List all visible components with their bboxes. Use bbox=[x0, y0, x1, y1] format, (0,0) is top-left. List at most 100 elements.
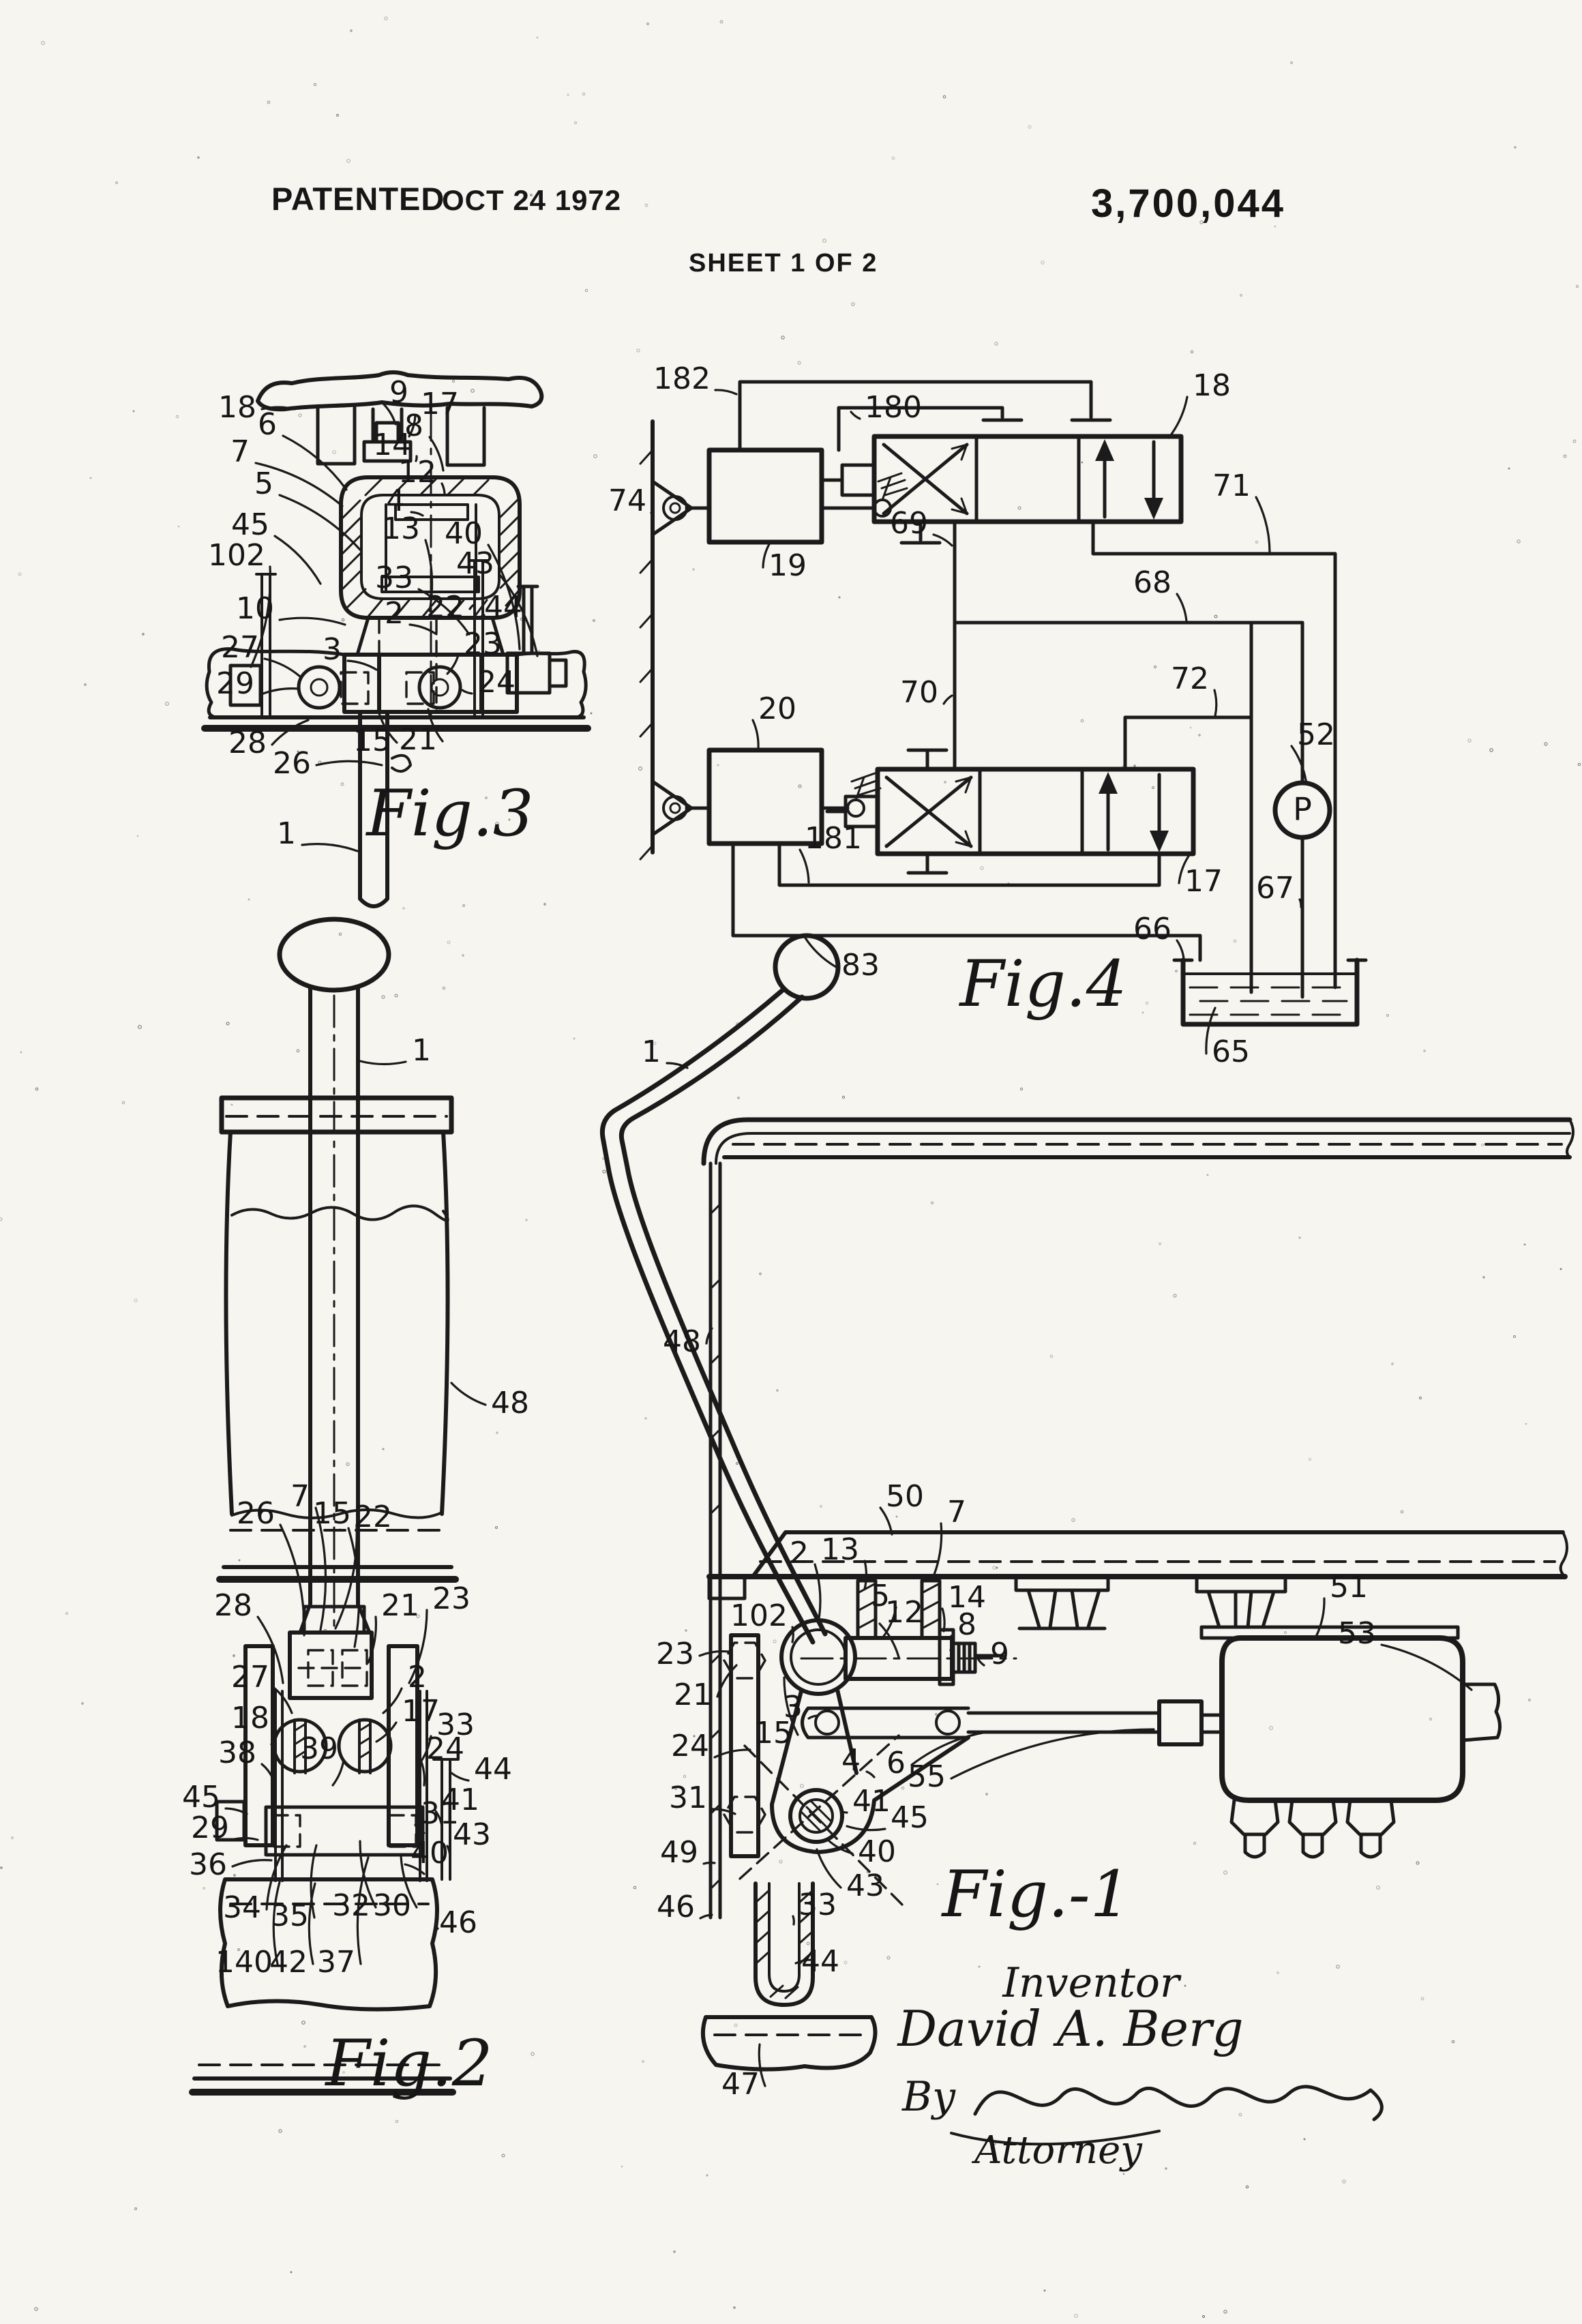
ref-label-47: 47 bbox=[721, 2067, 760, 2102]
speckle-dot bbox=[992, 1566, 996, 1570]
leader-line-39 bbox=[331, 1759, 345, 1787]
leader-line-22 bbox=[468, 603, 476, 610]
speckle-dot bbox=[1245, 2185, 1249, 2189]
ref-label-18: 18 bbox=[1193, 368, 1231, 403]
inventor-title: Inventor bbox=[1002, 1959, 1182, 2007]
ref-label-15: 15 bbox=[754, 1716, 792, 1751]
ref-label-27: 27 bbox=[221, 630, 259, 665]
valve18-cell-dividers bbox=[974, 434, 1081, 524]
speckle-dot bbox=[759, 1272, 762, 1275]
fig1-knob bbox=[773, 933, 841, 1001]
sheet-label: SHEET 1 OF 2 bbox=[689, 249, 878, 278]
leader-line-41 bbox=[840, 1810, 848, 1814]
speckle-dot bbox=[1451, 2040, 1455, 2044]
leader-line-15 bbox=[378, 712, 398, 744]
speckle-dot bbox=[530, 194, 533, 196]
fig4-box20-lever-flag bbox=[850, 772, 882, 801]
ref-label-26: 26 bbox=[237, 1496, 275, 1531]
speckle-dot bbox=[1081, 461, 1084, 464]
hex-bolt-lower bbox=[723, 1796, 766, 1834]
leader-line-34 bbox=[265, 1844, 288, 1911]
leader-line-17 bbox=[375, 1721, 398, 1743]
ref-label-29: 29 bbox=[216, 666, 254, 701]
speckle-dot bbox=[930, 1201, 934, 1205]
speckle-dot bbox=[233, 1874, 236, 1877]
speckle-dot bbox=[1238, 2113, 1242, 2117]
speckle-dot bbox=[394, 994, 398, 998]
speckle-dot bbox=[203, 1887, 205, 1890]
ref-label-45: 45 bbox=[231, 507, 269, 542]
valve17-cell-dividers bbox=[978, 767, 1084, 856]
ref-label-41: 41 bbox=[852, 1784, 891, 1819]
ref-label-70: 70 bbox=[900, 675, 938, 710]
speckle-dot bbox=[692, 568, 695, 571]
foot-tube-hatch bbox=[754, 1889, 814, 1999]
leader-line-49 bbox=[702, 1861, 716, 1865]
leader-line-2 bbox=[408, 623, 438, 636]
patent-number: 3,700,044 bbox=[1091, 181, 1285, 226]
ref-label-43: 43 bbox=[846, 1868, 884, 1903]
fig1-lever-inner bbox=[618, 994, 828, 1637]
fig3-pivot-left-pin bbox=[310, 678, 329, 697]
speckle-dot bbox=[1376, 1886, 1380, 1890]
fig1-seat-top-outer bbox=[701, 1117, 1572, 1166]
leader-line-40 bbox=[826, 1838, 854, 1855]
tank-walls bbox=[1180, 957, 1360, 1027]
speckle-dot bbox=[471, 389, 475, 393]
ref-label-65: 65 bbox=[1212, 1034, 1250, 1069]
speckle-dot bbox=[1198, 734, 1201, 736]
ref-label-14: 14 bbox=[948, 1580, 986, 1615]
speckle-dot bbox=[65, 1612, 68, 1615]
speckle-dot bbox=[1517, 539, 1521, 543]
fig1-seat-pedestal-left bbox=[1014, 1575, 1110, 1630]
foot-tube-inner bbox=[768, 1882, 801, 1993]
leader-line-47 bbox=[758, 2043, 766, 2087]
attorney-label: Attorney bbox=[971, 2128, 1143, 2173]
speckle-dot bbox=[886, 1956, 891, 1960]
speckle-dot bbox=[18, 572, 22, 576]
speckle-dot bbox=[573, 1037, 576, 1040]
speckle-dot bbox=[313, 83, 317, 87]
speckle-dot bbox=[1523, 1243, 1526, 1246]
ref-label-23: 23 bbox=[656, 1637, 694, 1671]
speckle-dot bbox=[1342, 2179, 1346, 2184]
fig4-line-71 bbox=[1091, 520, 1337, 989]
leader-line-24 bbox=[419, 1759, 426, 1787]
ref-label-31: 31 bbox=[421, 1796, 459, 1831]
speckle-dot bbox=[776, 1389, 779, 1392]
ref-label-181: 181 bbox=[805, 821, 862, 856]
speckle-dot bbox=[717, 764, 719, 766]
speckle-dot bbox=[1184, 1984, 1186, 1987]
fig4-line-180 bbox=[837, 406, 1024, 452]
speckle-dot bbox=[1019, 1087, 1024, 1091]
speckle-dot bbox=[165, 702, 169, 706]
leader-line-53 bbox=[1380, 1643, 1473, 1691]
speckle-dot bbox=[642, 2060, 644, 2063]
speckle-dot bbox=[1467, 739, 1472, 743]
ref-label-10: 10 bbox=[236, 591, 274, 626]
leader-line-40 bbox=[404, 1863, 426, 1875]
leader-line-18 bbox=[1167, 396, 1189, 439]
ref-label-7: 7 bbox=[290, 1479, 310, 1514]
speckle-dot bbox=[1284, 1631, 1287, 1634]
speckle-dot bbox=[382, 1448, 385, 1450]
speckle-dot bbox=[451, 379, 456, 383]
ref-label-2: 2 bbox=[385, 596, 404, 631]
fig1-seat-top-right-wave bbox=[1566, 1118, 1574, 1159]
ref-label-37: 37 bbox=[317, 1945, 355, 1980]
fig2-drawing: Fig.2 bbox=[189, 917, 493, 2101]
fig3-pivot-right-pin bbox=[430, 678, 449, 697]
speckle-dot bbox=[20, 1051, 23, 1054]
speckle-dot bbox=[942, 95, 946, 99]
leader-line-102 bbox=[791, 1626, 794, 1643]
ref-label-52: 52 bbox=[1297, 717, 1335, 752]
leader-line-44 bbox=[794, 1958, 814, 1965]
speckle-dot bbox=[582, 92, 586, 96]
speckle-dot bbox=[638, 766, 642, 771]
leader-line-35 bbox=[310, 1844, 318, 1919]
ref-label-74: 74 bbox=[608, 483, 646, 518]
ref-label-2: 2 bbox=[408, 1660, 427, 1695]
leader-line-46 bbox=[432, 1927, 439, 1935]
ref-label-22: 22 bbox=[426, 590, 464, 625]
speckle-dot bbox=[237, 1948, 240, 1951]
